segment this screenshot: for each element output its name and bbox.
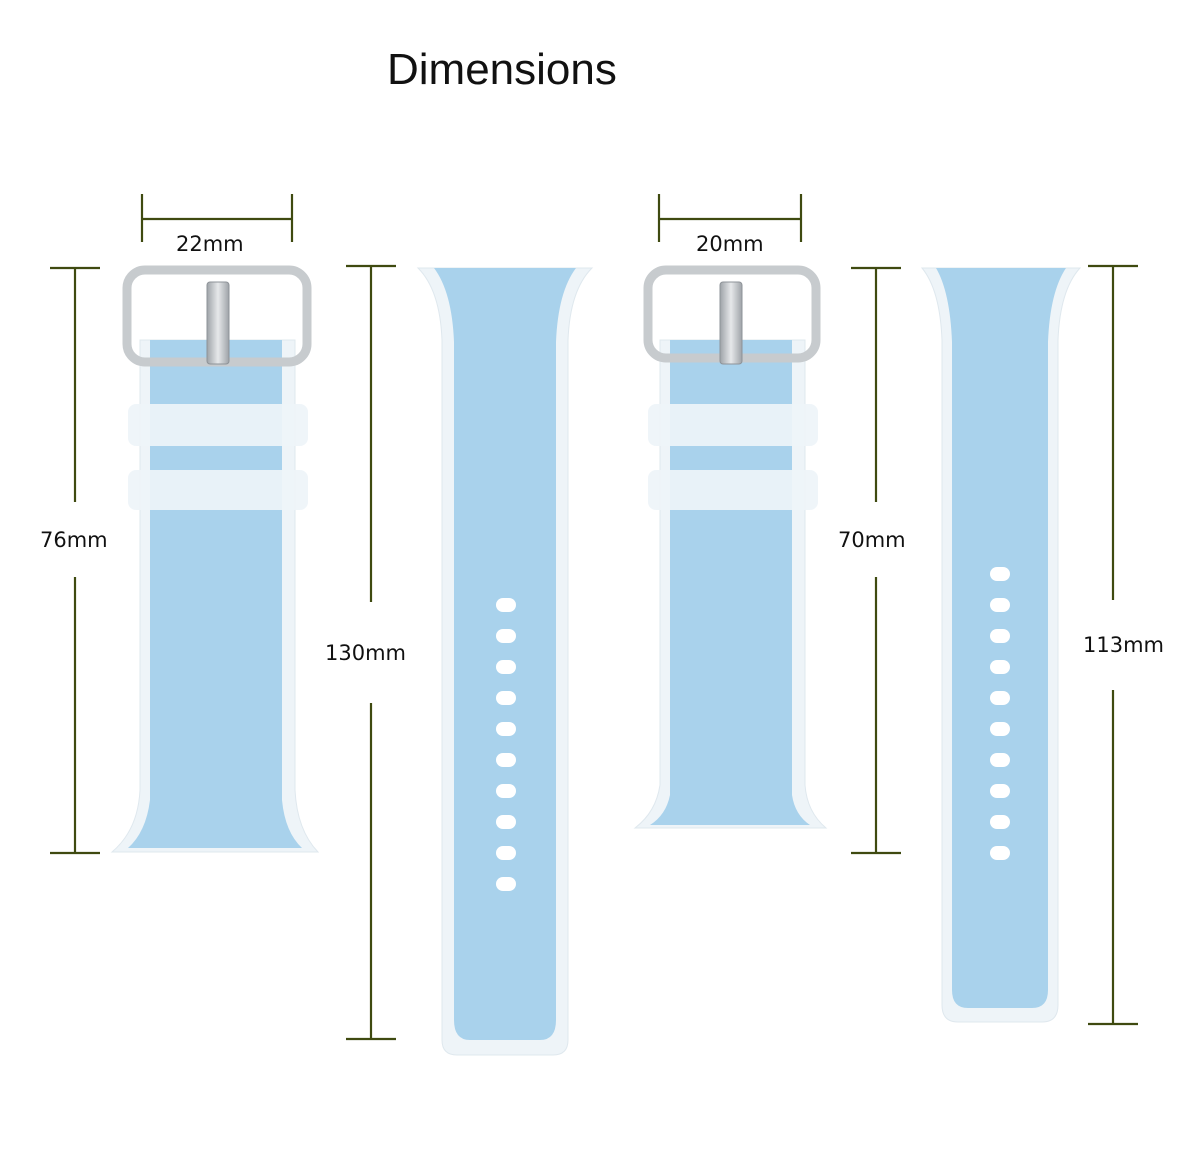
strap-hole	[496, 691, 516, 705]
large-keeper-1	[128, 404, 308, 446]
large-tail-length-dimension-line	[346, 264, 396, 1041]
large-keeper-2	[128, 470, 308, 510]
strap-hole	[990, 691, 1010, 705]
strap-hole	[990, 784, 1010, 798]
small-keeper-1	[648, 404, 818, 446]
strap-hole	[990, 846, 1010, 860]
small-width-dimension-line	[657, 194, 803, 242]
small-buckle-length-label: 70mm	[838, 528, 906, 552]
strap-hole	[990, 722, 1010, 736]
strap-hole	[990, 660, 1010, 674]
large-buckle-length-label: 76mm	[40, 528, 108, 552]
large-tail-length-label: 130mm	[325, 641, 406, 665]
strap-hole	[496, 722, 516, 736]
large-tail-strap	[416, 267, 594, 1056]
large-width-label: 22mm	[176, 232, 244, 256]
strap-hole	[990, 598, 1010, 612]
large-width-dimension-line	[140, 194, 294, 242]
strap-hole	[496, 846, 516, 860]
strap-hole	[496, 598, 516, 612]
small-width-label: 20mm	[696, 232, 764, 256]
large-buckle-tongue	[206, 281, 230, 365]
small-tail-strap	[920, 267, 1082, 1023]
small-tail-holes	[990, 567, 1010, 860]
strap-hole	[496, 784, 516, 798]
strap-hole	[990, 753, 1010, 767]
strap-hole	[990, 815, 1010, 829]
large-tail-holes	[496, 598, 516, 891]
strap-hole	[496, 629, 516, 643]
strap-hole	[990, 567, 1010, 581]
page-title: Dimensions	[387, 45, 617, 94]
large-tail-strap-core	[434, 268, 576, 1040]
strap-hole	[990, 629, 1010, 643]
small-buckle-length-dimension-line	[851, 266, 901, 855]
small-buckle-strap	[633, 265, 828, 829]
strap-hole	[496, 753, 516, 767]
large-buckle-strap	[110, 265, 320, 853]
strap-hole	[496, 815, 516, 829]
small-keeper-2	[648, 470, 818, 510]
small-tail-length-dimension-line	[1088, 264, 1138, 1026]
small-buckle-tongue	[719, 281, 743, 365]
small-tail-length-label: 113mm	[1083, 633, 1164, 657]
strap-hole	[496, 660, 516, 674]
small-buckle-strap-core	[650, 340, 810, 825]
strap-hole	[496, 877, 516, 891]
large-buckle-strap-core	[128, 340, 302, 848]
large-buckle-length-dimension-line	[50, 266, 100, 855]
